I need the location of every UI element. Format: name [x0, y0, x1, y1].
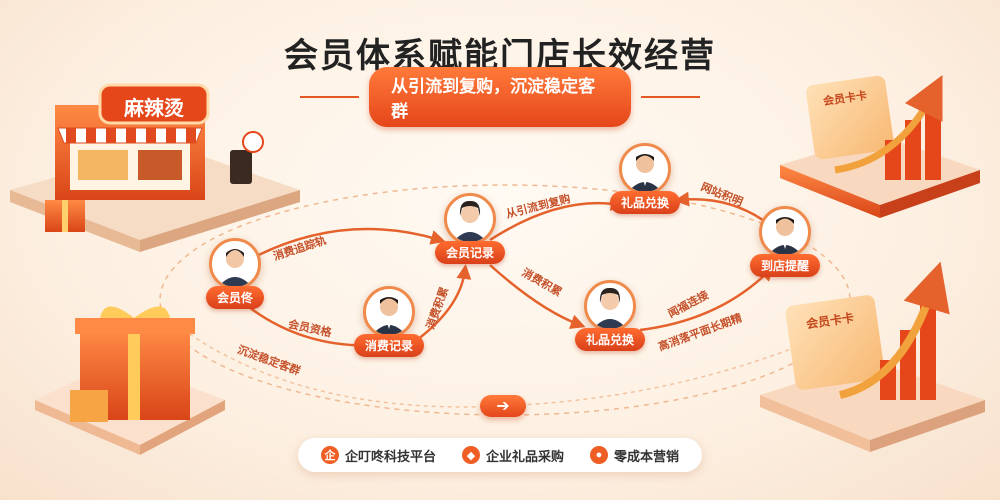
footer-bar: 企 企叮咚科技平台 ◆ 企业礼品采购 ● 零成本营销: [298, 438, 702, 472]
node-store-reminder[interactable]: 到店提醒: [750, 206, 821, 277]
path-member-to-gift-bottom: [489, 264, 586, 329]
avatar: [584, 280, 636, 332]
node-tag: 到店提醒: [750, 254, 821, 277]
person-icon: [372, 297, 406, 335]
subtitle-right-line: [640, 96, 701, 98]
layers-icon: ◆: [461, 446, 480, 464]
path-gift-to-reminder-bottom: [639, 265, 775, 332]
node-tag: 礼品兑换: [610, 191, 681, 214]
node-gift-redeem-bottom[interactable]: 礼品兑换: [575, 280, 646, 351]
node-member-record[interactable]: 会员记录: [435, 193, 506, 264]
person-icon: [593, 287, 627, 329]
gift-illustration: [35, 306, 225, 455]
node-gift-redeem-top[interactable]: 礼品兑换: [610, 143, 681, 214]
footer-item-gift-purchase[interactable]: ◆ 企业礼品采购: [461, 446, 564, 465]
bottom-right-card-illustration: [760, 261, 985, 452]
path-member-to-gift-top: [489, 196, 626, 242]
subtitle-left-line: [300, 96, 360, 98]
footer-item-platform[interactable]: 企 企叮咚科技平台: [320, 446, 436, 465]
subtitle-banner: 从引流到复购，沉淀稳定客群: [300, 67, 701, 127]
store-illustration: [10, 83, 300, 252]
next-arrow-button[interactable]: ➔: [480, 395, 526, 417]
node-member-join[interactable]: 会员佟: [206, 238, 265, 309]
page-subtitle: 从引流到复购，沉淀稳定客群: [369, 67, 631, 127]
avatar: [619, 143, 671, 195]
node-tag: 会员佟: [206, 286, 265, 309]
avatar: [759, 206, 811, 258]
store-sign: 麻辣烫: [124, 98, 184, 120]
path-join-to-member: [244, 227, 446, 264]
node-consume-record[interactable]: 消费记录: [354, 286, 425, 357]
node-tag: 会员记录: [435, 241, 506, 264]
platform-icon: 企: [320, 446, 339, 464]
person-icon: [628, 154, 662, 192]
node-tag: 消费记录: [354, 334, 425, 357]
footer-item-zero-cost[interactable]: ● 零成本营销: [589, 446, 679, 465]
top-right-card-illustration: [780, 74, 980, 218]
person-icon: [453, 200, 487, 242]
node-tag: 礼品兑换: [575, 328, 646, 351]
person-icon: [768, 217, 802, 255]
person-icon: [218, 249, 252, 287]
footer-item-label: 零成本营销: [613, 448, 679, 464]
footer-item-label: 企业礼品采购: [485, 448, 564, 464]
avatar: [209, 238, 261, 290]
location-pin-icon: ●: [589, 446, 608, 464]
avatar: [363, 286, 415, 338]
footer-item-label: 企叮咚科技平台: [344, 448, 436, 464]
avatar: [444, 193, 496, 245]
